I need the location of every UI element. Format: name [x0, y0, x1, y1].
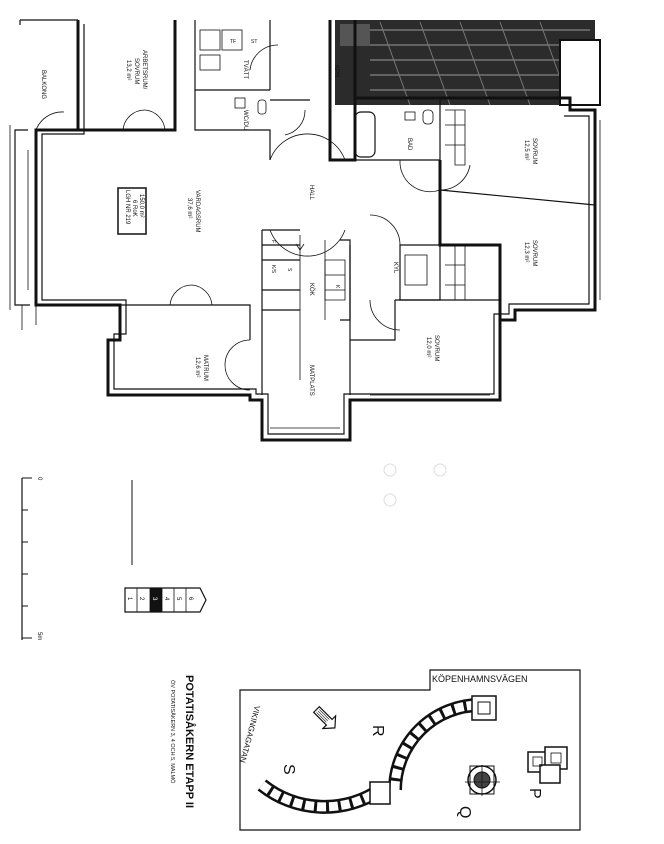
matplats-label: MATPLATS: [308, 365, 314, 396]
floor-4: 4: [163, 597, 169, 601]
arbetsrum-area: 13,2 m²: [125, 60, 131, 80]
wcdu-label: WC/DU: [242, 110, 248, 130]
apartment-area: 150,0 m²: [138, 194, 144, 218]
block-s: S: [280, 764, 297, 775]
site-plan: KÖPENHAMNSVÄGEN VIKINGAGATAN R S P Q: [238, 669, 581, 831]
tvatt-label: TVÄTT: [242, 60, 249, 79]
floor-3: 3: [151, 597, 157, 601]
toilet-icon: [257, 99, 267, 115]
vardagsrum-label: VARDAGSRUM: [194, 190, 200, 233]
kpr-label: KPR: [333, 65, 339, 78]
balcony-railing: [14, 19, 78, 306]
arbetsrum-title: ARBETSRUM/: [141, 50, 147, 90]
window-marks: [27, 120, 601, 429]
block-q: Q: [456, 806, 473, 818]
fixture-ks: K/S: [270, 265, 276, 274]
st-box: [221, 29, 243, 51]
sovrum2-label: SOVRUM: [531, 240, 537, 266]
building-p: [527, 746, 568, 784]
room-labels: BALKONG ARBETSRUM/ SOVRUM 13,2 m² TVÄTT …: [40, 39, 537, 396]
vardagsrum-area: 37,6 m²: [186, 198, 192, 218]
floor-indicator: 1 2 3 4 5 6: [124, 587, 207, 613]
door-swings: [35, 44, 471, 391]
fridge-box: [404, 254, 428, 286]
fixtures: [199, 29, 466, 380]
kyl-label: KYL: [392, 262, 398, 274]
sovrum3-label: SOVRUM: [433, 335, 439, 361]
floor-plan: LGH NR 219 6 RoK 150,0 m² BALKONG ARBETS…: [9, 19, 601, 442]
apartment-number: LGH NR 219: [124, 190, 130, 225]
building-curve-s: [257, 779, 391, 814]
floor-1: 1: [126, 597, 132, 601]
hall-label: HALL: [308, 185, 314, 201]
fixture-s: S: [286, 268, 292, 272]
sovrum3-area: 12,0 m²: [425, 337, 431, 357]
street-kopenhamnsvagen: KÖPENHAMNSVÄGEN: [432, 674, 528, 684]
sink-icon: [404, 111, 416, 121]
north-arrow-icon: [312, 705, 337, 730]
site-border: [239, 669, 581, 831]
tf-box: [199, 29, 221, 51]
fixture-f: F: [270, 240, 276, 243]
title-block: POTATISÅKERN ETAPP II ÖV POTATISÅKERN 3,…: [169, 675, 196, 808]
floor-5: 5: [175, 597, 181, 601]
tf-label: TF: [230, 39, 236, 45]
washer-icon: [199, 54, 221, 71]
sovrum2-area: 12,3 m²: [523, 242, 529, 262]
building-q: [465, 765, 500, 796]
floor-6: 6: [187, 597, 193, 601]
block-r: R: [369, 725, 386, 737]
apartment-label: LGH NR 219 6 RoK 150,0 m²: [117, 187, 147, 235]
scale-end: 5m: [36, 632, 42, 640]
interior-walls: [36, 20, 596, 395]
bathtub-icon: [354, 111, 376, 158]
sink-icon: [234, 97, 246, 109]
sovrum1-label: SOVRUM: [531, 138, 537, 164]
hatched-area: [335, 20, 601, 106]
balkong-label: BALKONG: [40, 70, 46, 99]
scale-bar: 0 5m: [21, 477, 42, 640]
project-subtitle: ÖV POTATISÅKERN 3, 4 OCH 5, MALMÖ: [169, 680, 176, 784]
kok-label: KÖK: [308, 283, 315, 296]
block-p: P: [526, 788, 543, 799]
fixture-k: K: [334, 285, 340, 289]
building-curve-r: [388, 695, 497, 791]
project-title: POTATISÅKERN ETAPP II: [183, 675, 196, 808]
toilet-icon: [422, 109, 434, 125]
matrum-area: 12,6 m²: [194, 357, 200, 377]
floor-2: 2: [138, 597, 144, 601]
sovrum1-area: 12,5 m²: [523, 140, 529, 160]
scale-start: 0: [36, 477, 42, 481]
st-label: ST: [251, 39, 257, 45]
arbetsrum-sub: SOVRUM: [133, 58, 139, 84]
scan-specks: [383, 463, 447, 507]
outer-wall-inner: [41, 24, 590, 435]
current-floor-marker: [150, 588, 162, 612]
bad-label: BAD: [406, 138, 412, 151]
apartment-rooms: 6 RoK: [131, 200, 137, 217]
street-vikingagatan: VIKINGAGATAN: [238, 704, 262, 763]
matrum-label: MATRUM: [202, 355, 208, 381]
